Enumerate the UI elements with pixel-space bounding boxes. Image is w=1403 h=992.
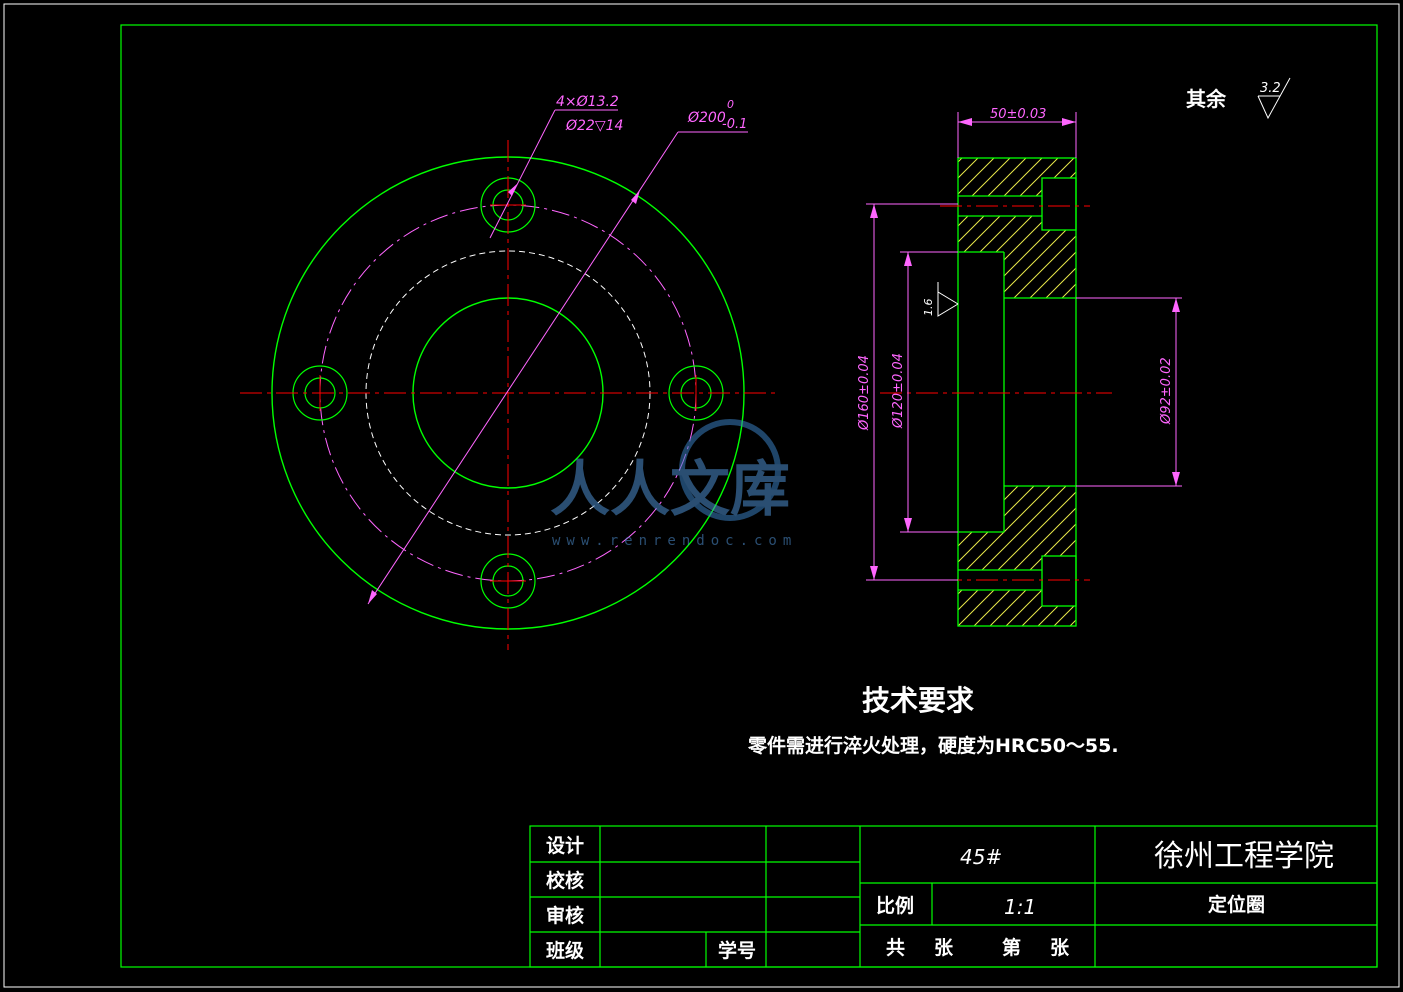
drawing-name: 定位圈 [1208,893,1265,916]
design-label: 设计 [546,835,584,857]
hole-callout-1: 4×Ø13.2 [556,94,619,110]
outer-border [3,3,1400,988]
hub-dimension: Ø92±0.02 [1159,357,1174,425]
surface-note: 其余 3.2 [1186,77,1291,120]
roughness-check-icon [1257,77,1291,120]
outer-diameter-label: Ø200 [687,110,726,126]
bolt-circle-dimension: Ø160±0.04 [857,355,872,431]
watermark-url: www.renrendoc.com [552,533,797,549]
watermark: 人人文库 www.renrendoc.com [550,419,797,549]
hole-callout-2: Ø22▽14 [565,118,623,134]
thickness-dimension: 50±0.03 [990,107,1046,122]
tech-req-text: 零件需进行淬火处理，硬度为HRC50～55. [747,734,1119,757]
sheet-no-label: 第 [1002,936,1021,959]
institution-name: 徐州工程学院 [1154,839,1334,874]
sheets-zhang-1: 张 [934,937,954,959]
watermark-ring-icon [679,419,781,521]
title-block [529,825,1378,968]
material-value: 45# [960,845,1002,869]
tech-req-title: 技术要求 [862,684,974,717]
outer-tol-lower: -0.1 [722,117,747,132]
scale-label: 比例 [876,894,914,917]
hatch-regions [958,158,1076,626]
class-label: 班级 [546,939,584,962]
roughness-symbol-bore: 1.6 [922,282,959,317]
review-label: 审核 [546,904,584,927]
surface-note-label: 其余 [1186,87,1227,111]
watermark-main: 人人文库 [550,455,790,525]
diameter-leader [367,131,679,605]
sheets-zhang-2: 张 [1050,937,1070,959]
hole-callout-leader [489,109,556,239]
surface-roughness-value: 3.2 [1260,81,1281,96]
front-view: Ø200 0 -0.1 4×Ø13.2 Ø22▽14 [240,94,780,650]
scale-value: 1:1 [1004,895,1036,919]
section-outline [957,157,1077,627]
bore-dimension: Ø120±0.04 [891,353,906,429]
sheets-total-label: 共 [886,937,905,959]
student-no-label: 学号 [718,939,756,962]
section-view: 50±0.03 Ø160±0.04 Ø120±0.04 Ø92±0.02 1.6 [857,107,1182,627]
bore-roughness-value: 1.6 [922,299,935,317]
check-label: 校核 [546,869,584,892]
outer-tol-upper: 0 [727,98,734,111]
